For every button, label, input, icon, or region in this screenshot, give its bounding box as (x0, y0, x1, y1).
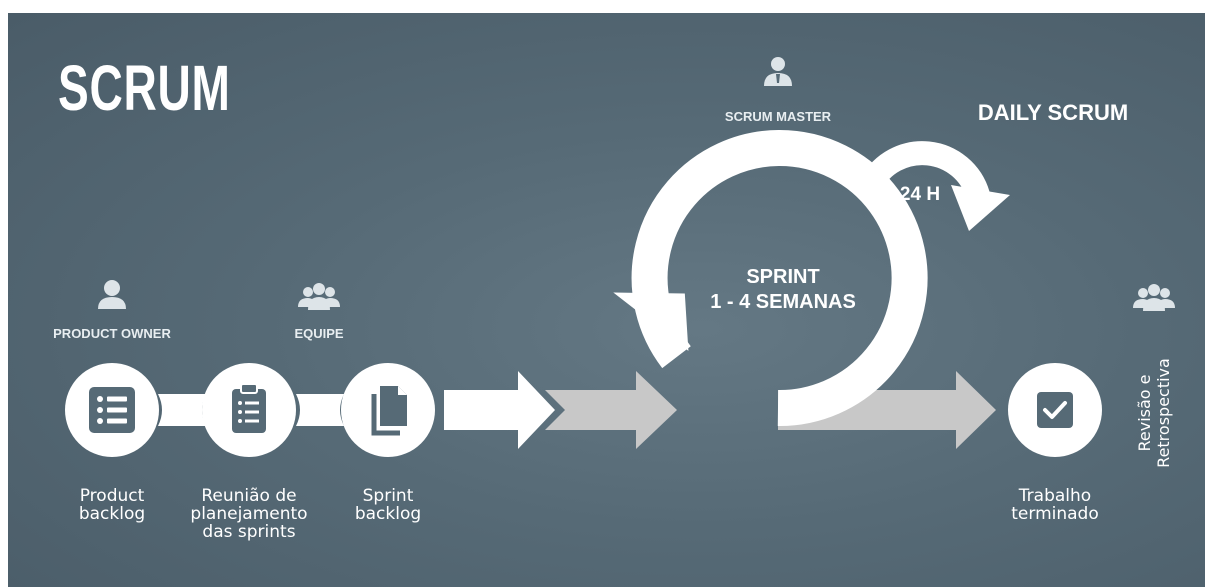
review-text: Revisão e Retrospectiva (1135, 358, 1173, 468)
review-team-icon (1133, 284, 1175, 311)
checkbox-icon (1037, 392, 1073, 428)
scrum-diagram: SCRUM PRODUCT OWNER EQUIPE SCRUM MASTER … (8, 13, 1205, 587)
sprint-cycle-arrow (613, 130, 928, 427)
connector-2 (296, 394, 344, 426)
planning-label: Reunião de planejamento das sprints (190, 486, 308, 542)
documents-icon (371, 386, 407, 436)
product-owner-label: PRODUCT OWNER (53, 326, 171, 341)
list-icon (89, 387, 135, 433)
connector-1 (158, 394, 206, 426)
done-label: Trabalho terminado (1011, 486, 1099, 524)
person-icon (98, 280, 126, 309)
clipboard-icon (232, 383, 266, 433)
sprint-label: SPRINT (746, 266, 820, 288)
white-flow-arrow (444, 371, 555, 449)
page-title: SCRUM (58, 52, 231, 124)
daily-scrum-label: DAILY SCRUM (977, 100, 1129, 125)
diagram-graphics (65, 57, 1175, 457)
review-label: Revisão e Retrospectiva (1133, 343, 1175, 483)
product-backlog-label: Product backlog (78, 486, 146, 524)
scrum-master-icon (764, 57, 792, 86)
daily-scrum-arrow (860, 141, 1010, 231)
sprint-duration-label: 1 - 4 SEMANAS (710, 291, 856, 313)
sprint-backlog-label: Sprint backlog (354, 486, 422, 524)
team-label: EQUIPE (294, 326, 344, 341)
gray-flow-arrow-1 (545, 371, 677, 449)
team-icon (298, 283, 340, 310)
daily-period-label: 24 H (899, 184, 941, 205)
scrum-master-label: SCRUM MASTER (724, 109, 832, 124)
